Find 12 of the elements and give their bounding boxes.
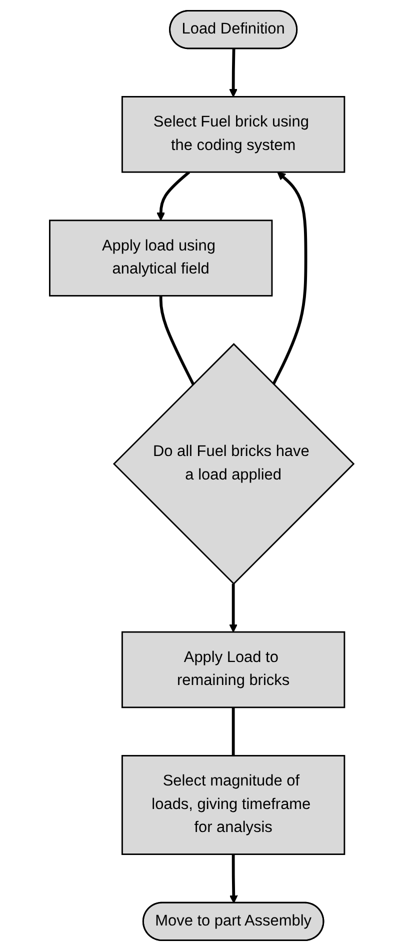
arrow <box>228 48 238 98</box>
arrow <box>272 172 308 385</box>
node-box: Apply load using analytical field <box>48 220 273 296</box>
connector <box>232 707 235 756</box>
arrow <box>156 170 190 221</box>
node-box: Select Fuel brick using the coding system <box>121 96 345 173</box>
arrow <box>228 584 238 632</box>
node-box: Select magnitude of loads, giving timeframe for analysis <box>121 754 345 855</box>
node-box: Apply Load to remaining bricks <box>121 631 345 708</box>
connector <box>159 296 194 385</box>
node-diamond: Do all Fuel bricks have a load applied <box>112 343 354 585</box>
arrow <box>229 854 238 904</box>
